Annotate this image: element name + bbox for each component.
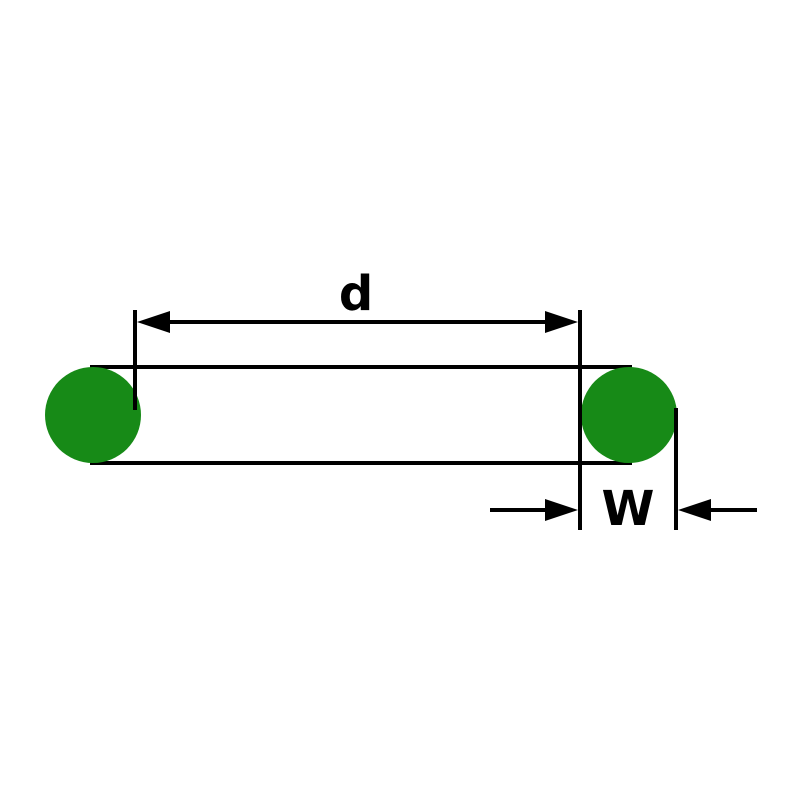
d-arrowhead-right-icon	[545, 311, 578, 333]
d-label: d	[339, 266, 373, 322]
d-arrowhead-left-icon	[137, 311, 170, 333]
right-oring-cross-section	[581, 367, 677, 463]
w-arrowhead-left-icon	[545, 499, 578, 521]
left-oring-cross-section	[45, 367, 141, 463]
w-arrowhead-right-icon	[678, 499, 711, 521]
w-label: W	[602, 481, 655, 537]
